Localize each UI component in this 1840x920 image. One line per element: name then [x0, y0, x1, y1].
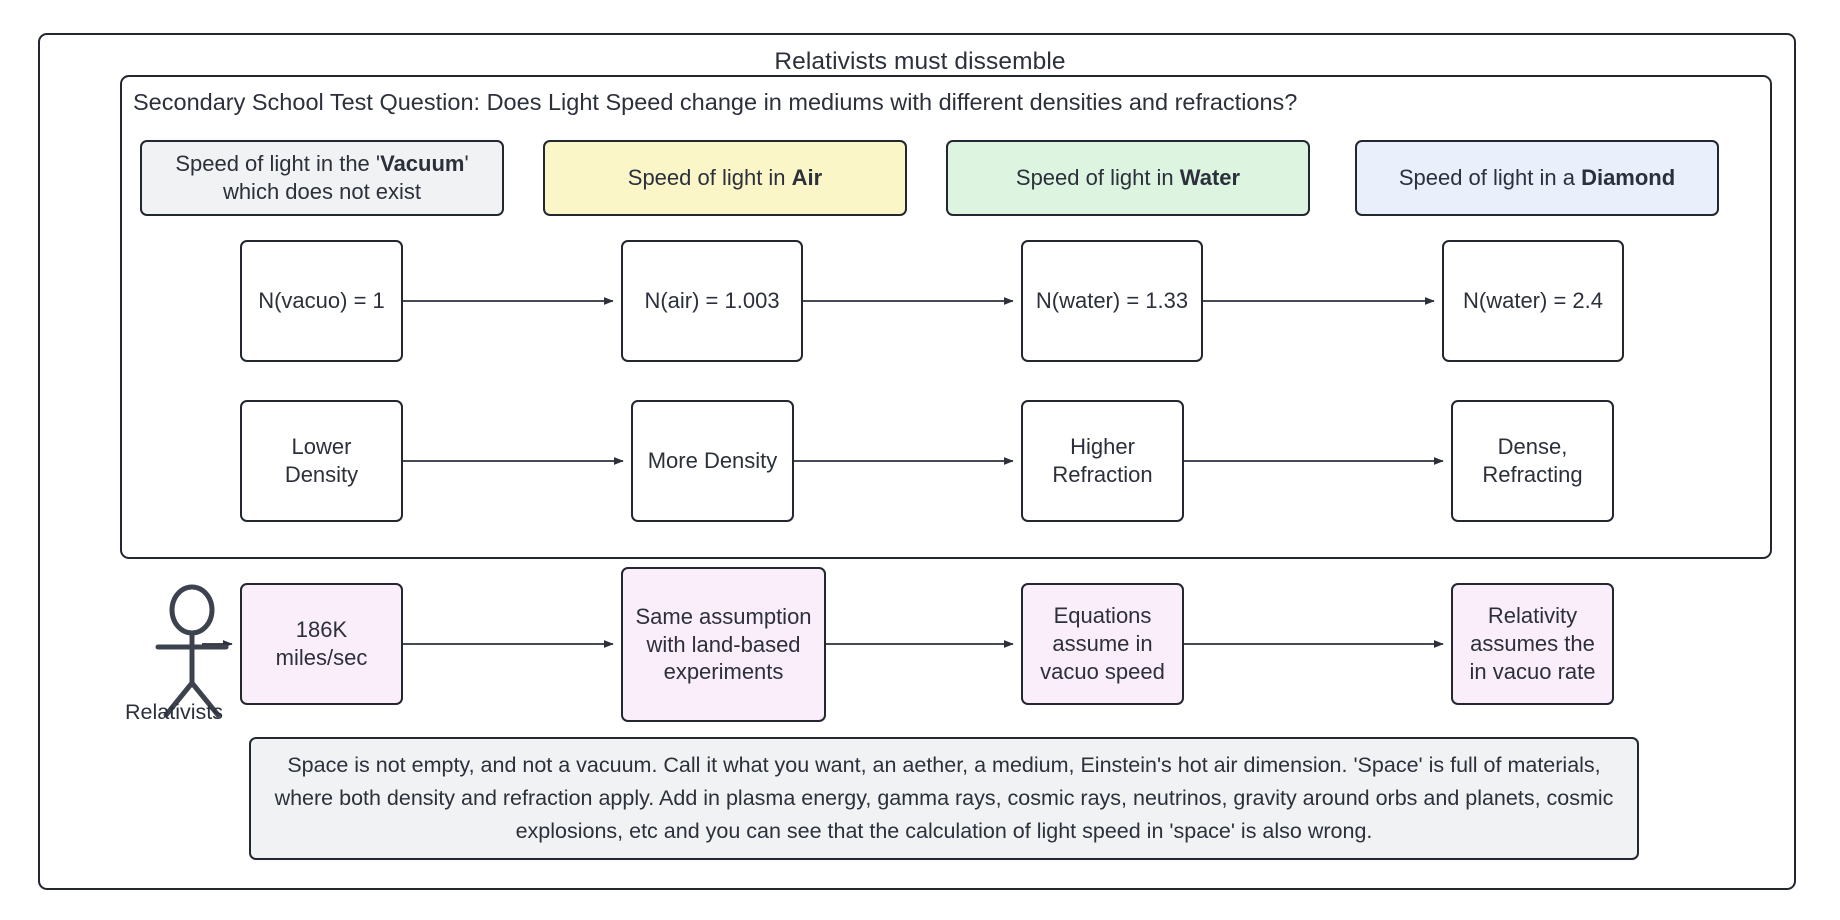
relativist-node-speed[interactable]: 186K miles/sec [240, 583, 403, 705]
refractive-index-label: N(water) = 1.33 [1035, 288, 1189, 314]
relativist-label: Equations assume in vacuo speed [1040, 603, 1165, 684]
density-label: Higher Refraction [1052, 434, 1153, 487]
refractive-index-label: N(water) = 2.4 [1463, 288, 1603, 314]
medium-header-vacuum-label: Speed of light in the 'Vacuum'which does… [175, 151, 469, 204]
stick-figure-icon [155, 584, 229, 718]
medium-header-diamond-label: Speed of light in a Diamond [1398, 165, 1676, 191]
relativist-node-relativity[interactable]: Relativity assumes the in vacuo rate [1451, 583, 1614, 705]
actor-label: Relativists [125, 700, 223, 724]
density-label: More Density [647, 448, 778, 474]
density-node-dense-refracting[interactable]: Dense, Refracting [1451, 400, 1614, 522]
relativist-node-equations[interactable]: Equations assume in vacuo speed [1021, 583, 1184, 705]
question-label: Secondary School Test Question: Does Lig… [133, 89, 1298, 115]
medium-header-air[interactable]: Speed of light in Air [543, 140, 907, 216]
refractive-index-node-air[interactable]: N(air) = 1.003 [621, 240, 803, 362]
footer-note-text: Space is not empty, and not a vacuum. Ca… [274, 753, 1614, 843]
footer-note: Space is not empty, and not a vacuum. Ca… [249, 737, 1639, 860]
relativist-node-assumption[interactable]: Same assumption with land-based experime… [621, 567, 826, 722]
relativist-label: Same assumption with land-based experime… [635, 603, 812, 685]
refractive-index-label: N(air) = 1.003 [644, 288, 780, 314]
refractive-index-label: N(vacuo) = 1 [258, 288, 385, 314]
density-node-lower[interactable]: Lower Density [240, 400, 403, 522]
refractive-index-node-water[interactable]: N(water) = 1.33 [1021, 240, 1203, 362]
relativist-label: 186K miles/sec [275, 617, 368, 670]
refractive-index-node-diamond[interactable]: N(water) = 2.4 [1442, 240, 1624, 362]
medium-header-air-label: Speed of light in Air [627, 165, 823, 191]
medium-header-vacuum[interactable]: Speed of light in the 'Vacuum'which does… [140, 140, 504, 216]
actor-relativists[interactable] [140, 583, 244, 723]
refractive-index-node-vacuo[interactable]: N(vacuo) = 1 [240, 240, 403, 362]
density-node-higher-refraction[interactable]: Higher Refraction [1021, 400, 1184, 522]
relativist-label: Relativity assumes the in vacuo rate [1469, 603, 1596, 684]
medium-header-water-label: Speed of light in Water [1015, 165, 1241, 191]
density-label: Dense, Refracting [1482, 434, 1583, 487]
medium-header-diamond[interactable]: Speed of light in a Diamond [1355, 140, 1719, 216]
page-title: Relativists must dissemble [774, 48, 1066, 75]
density-label: Lower Density [284, 434, 359, 487]
density-node-more[interactable]: More Density [631, 400, 794, 522]
medium-header-water[interactable]: Speed of light in Water [946, 140, 1310, 216]
